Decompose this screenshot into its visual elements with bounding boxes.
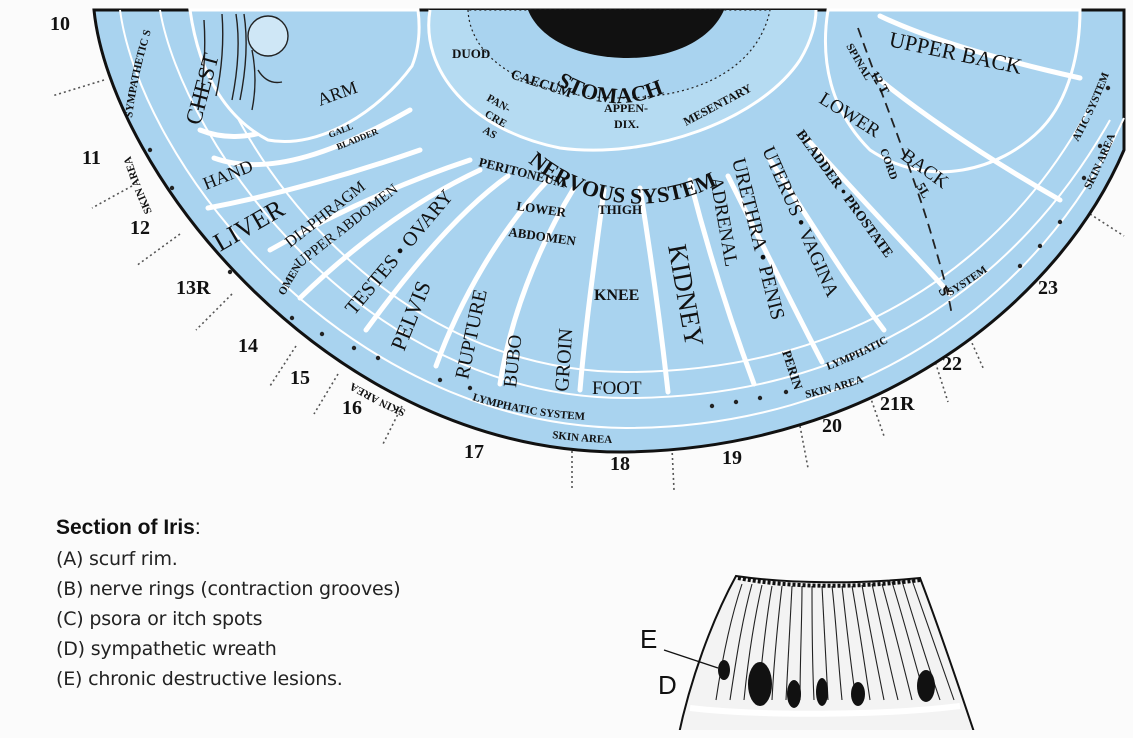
rim-number: 11: [82, 147, 101, 169]
rim-number: 13R: [176, 277, 211, 299]
rim-number: 14: [238, 335, 258, 357]
legend-item-e: (E) chronic destructive lesions.: [56, 664, 576, 694]
zone-knee: KNEE: [594, 287, 639, 304]
rim-number: 16: [342, 397, 362, 419]
rim-number: 15: [290, 367, 310, 389]
legend-item-b: (B) nerve rings (contraction grooves): [56, 574, 576, 604]
iris-section-legend: Section of Iris: (A) scurf rim. (B) nerv…: [56, 516, 576, 694]
detail-label-e: E: [640, 624, 657, 654]
zone-groin: GROIN: [551, 328, 577, 393]
rim-number: 23: [1038, 277, 1058, 299]
rim-number: 21R: [880, 393, 915, 415]
legend-item-d: (D) sympathetic wreath: [56, 634, 576, 664]
legend-title: Section of Iris:: [56, 516, 576, 540]
rim-number: 10: [50, 13, 70, 35]
zone-thigh: THIGH: [598, 202, 642, 217]
zone-appendix-1: APPEN-: [604, 101, 648, 115]
rim-number: 22: [942, 353, 962, 375]
rim-number: 12: [130, 217, 150, 239]
rim-number: 20: [822, 415, 842, 437]
legend-item-a: (A) scurf rim.: [56, 544, 576, 574]
iris-section-detail: E D: [640, 576, 976, 738]
rim-number: 18: [610, 453, 630, 475]
detail-label-d: D: [658, 670, 677, 700]
ring-label-skin-left: SKIN AREA: [122, 155, 155, 216]
zone-foot: FOOT: [592, 378, 642, 399]
rim-number: 19: [722, 447, 742, 469]
legend-item-c: (C) psora or itch spots: [56, 604, 576, 634]
zone-appendix-2: DIX.: [614, 117, 639, 131]
rim-number: 17: [464, 441, 484, 463]
zone-duod: DUOD: [452, 46, 490, 61]
